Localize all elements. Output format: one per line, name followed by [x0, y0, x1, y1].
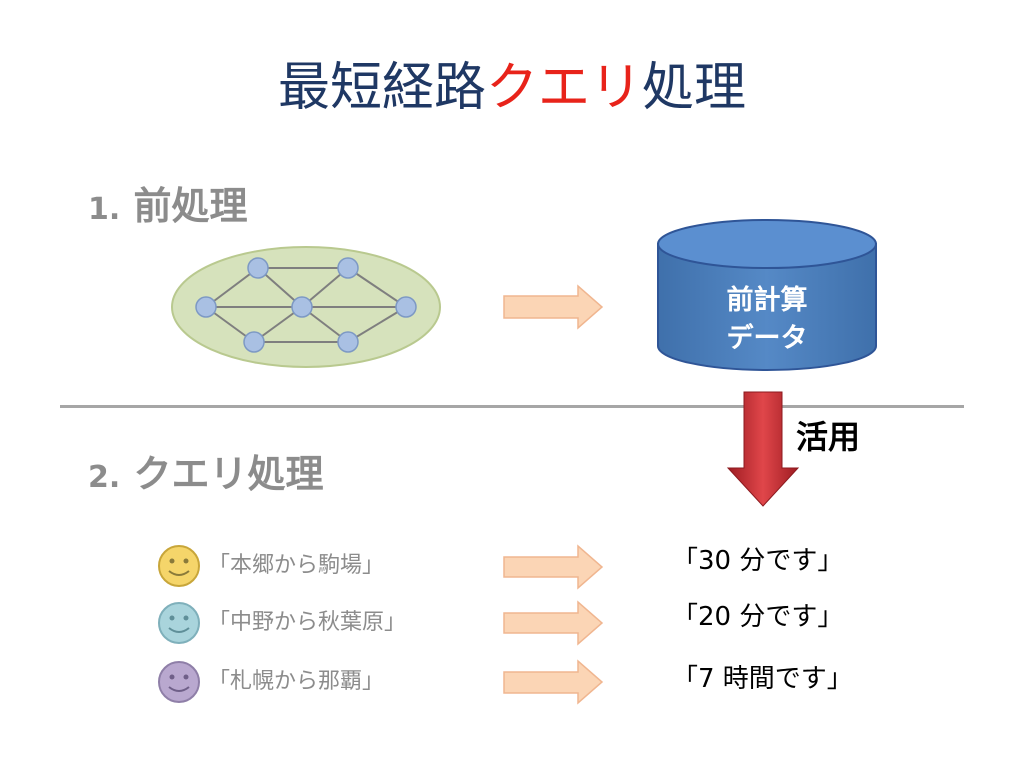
- slide-title: 最短経路クエリ処理: [0, 52, 1024, 124]
- database-cylinder-icon: [657, 219, 877, 371]
- graph-node: [243, 331, 265, 353]
- query-text: 「札幌から那覇」: [208, 669, 385, 694]
- graph-node: [337, 257, 359, 279]
- section-divider: [60, 405, 964, 408]
- section-query-label: クエリ処理: [133, 452, 324, 496]
- answer-text: 「30 分です」: [672, 546, 844, 576]
- smiley-face-icon: [158, 602, 200, 644]
- answer-text: 「7 時間です」: [672, 664, 853, 694]
- title-part-query: クエリ: [485, 58, 642, 118]
- graph-node: [195, 296, 217, 318]
- graph-node: [337, 331, 359, 353]
- answer-text: 「20 分です」: [672, 602, 844, 632]
- section-preprocess-label: 前処理: [133, 184, 248, 228]
- preprocess-arrow-icon: [503, 284, 604, 330]
- section-query-number: 2.: [88, 460, 121, 495]
- database-label-line2: データ: [726, 323, 808, 354]
- smiley-face-icon: [158, 545, 200, 587]
- graph-node: [247, 257, 269, 279]
- query-text: 「本郷から駒場」: [208, 553, 385, 578]
- title-part-shortest-path: 最短経路: [277, 58, 486, 118]
- title-part-processing: 処理: [642, 58, 747, 118]
- query-arrow-icon: [503, 600, 604, 646]
- use-arrow-down-icon: [726, 391, 800, 507]
- section-preprocess-heading: 1. 前処理: [88, 182, 248, 234]
- database-label-line1: 前計算: [726, 285, 808, 316]
- section-preprocess-number: 1.: [88, 192, 121, 227]
- query-arrow-icon: [503, 659, 604, 705]
- use-label: 活用: [796, 418, 861, 456]
- smiley-face-icon: [158, 661, 200, 703]
- query-arrow-icon: [503, 544, 604, 590]
- graph-node: [395, 296, 417, 318]
- query-text: 「中野から秋葉原」: [208, 610, 407, 635]
- graph-node: [291, 296, 313, 318]
- section-query-heading: 2. クエリ処理: [88, 450, 324, 502]
